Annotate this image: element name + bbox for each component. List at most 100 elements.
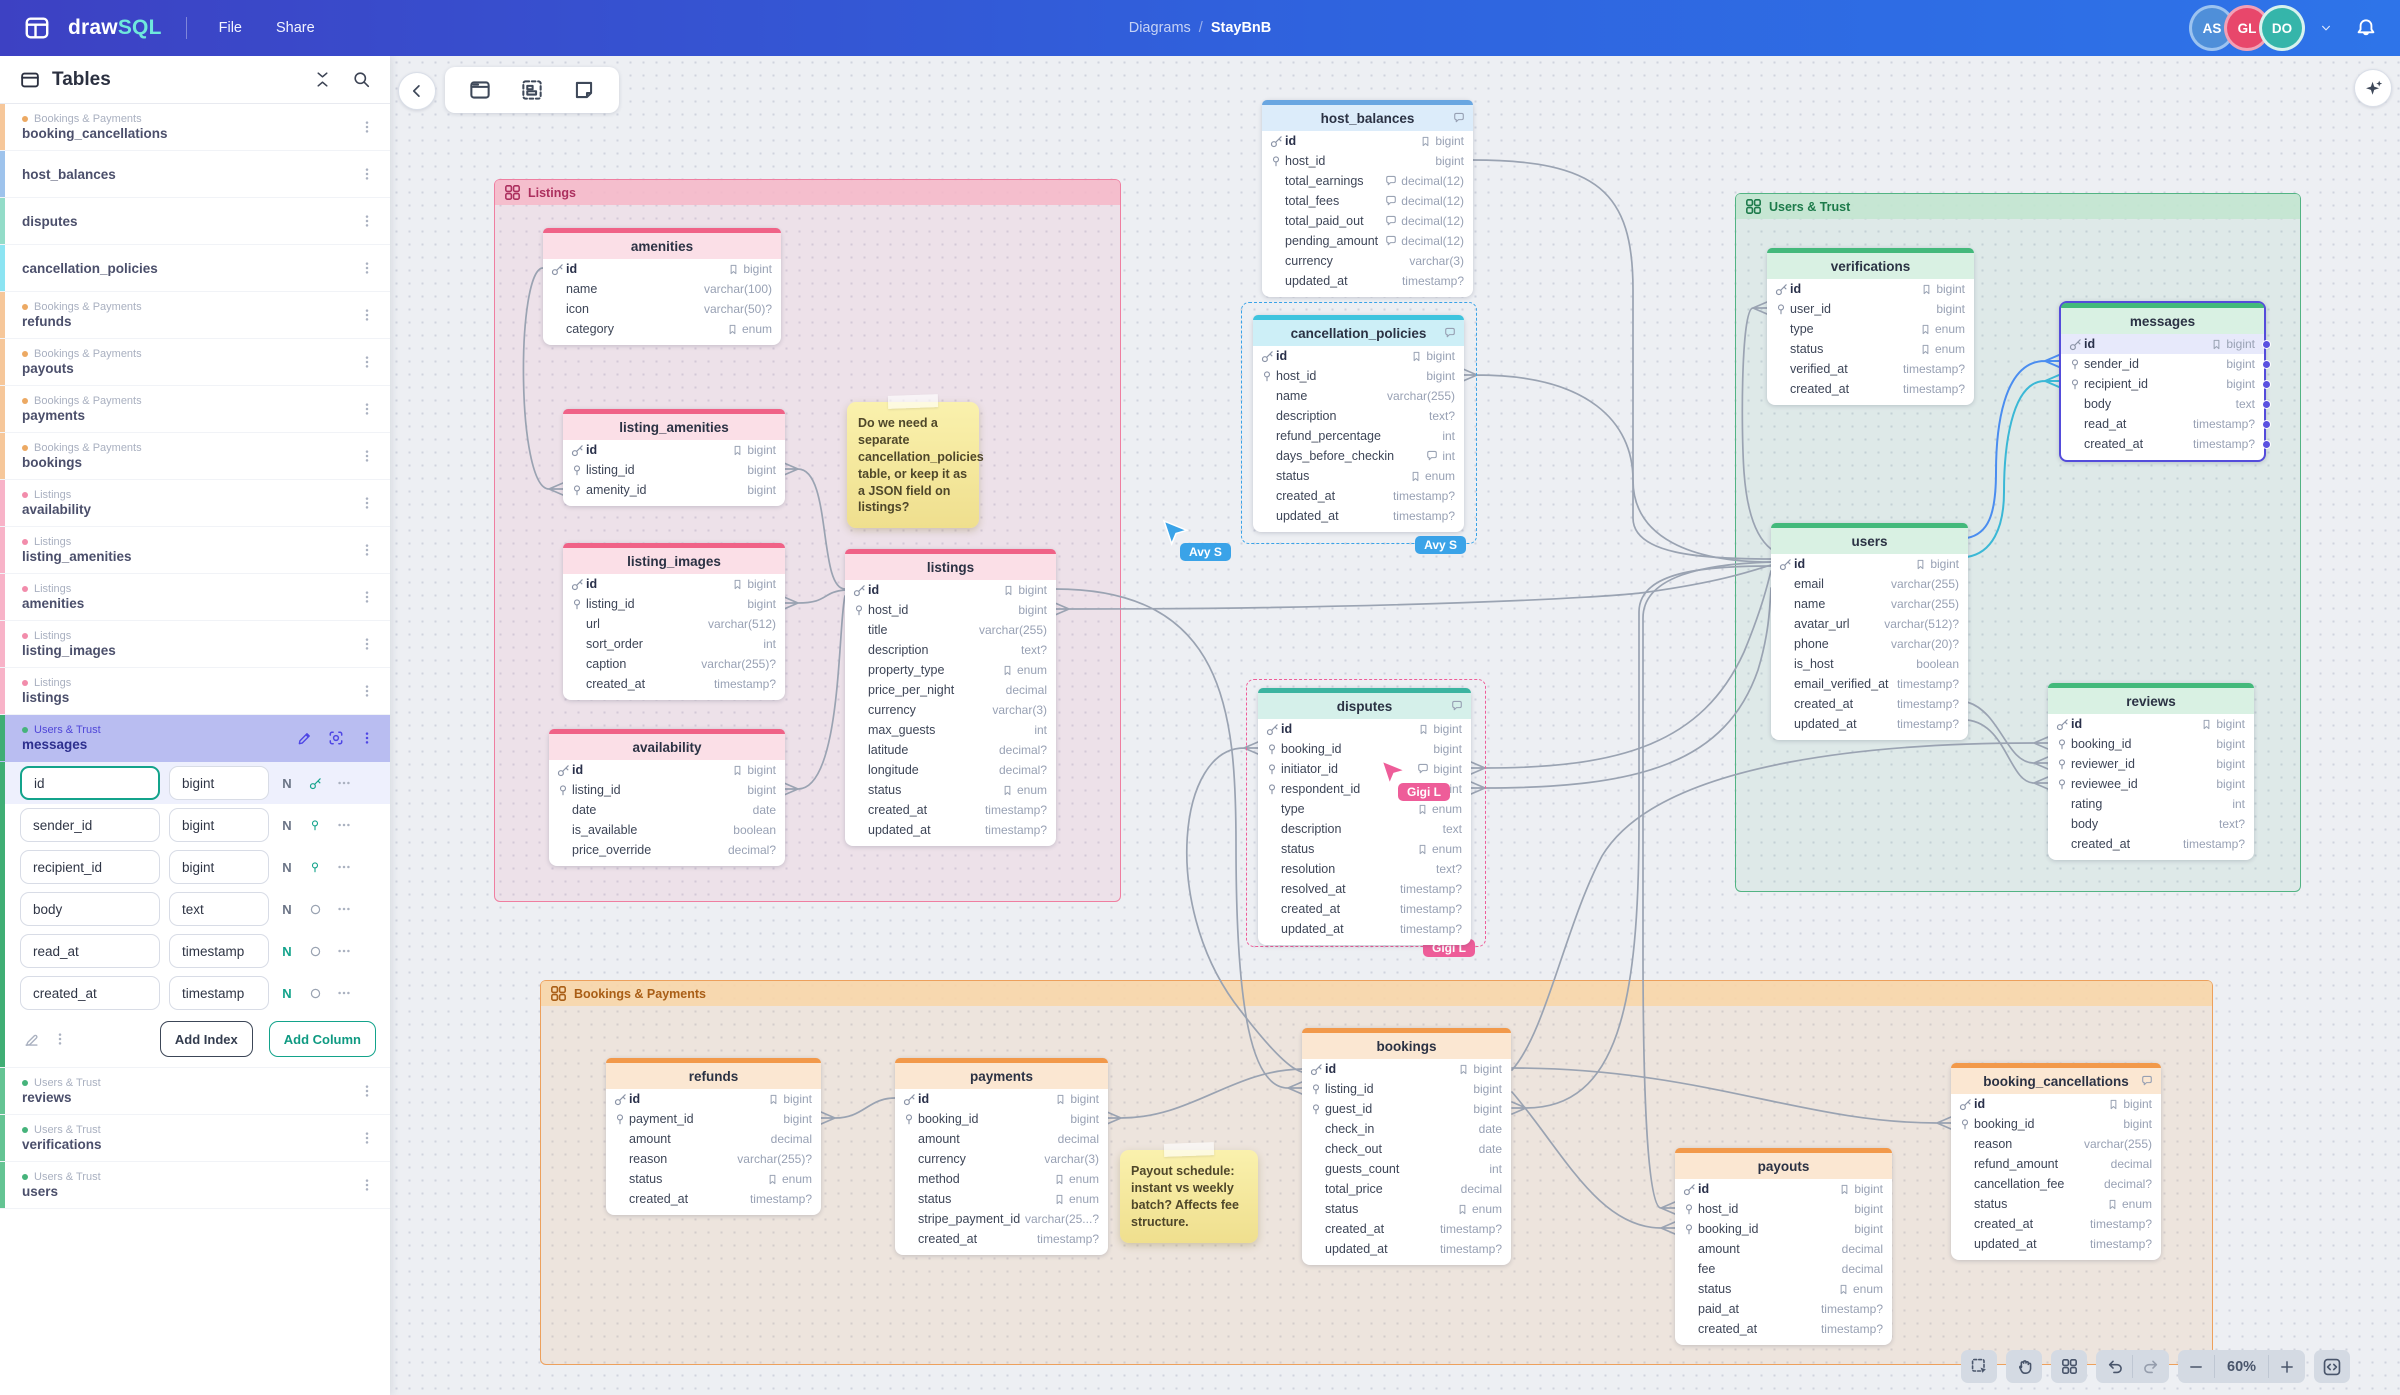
table-header[interactable]: cancellation_policies xyxy=(1253,320,1464,346)
nullable-toggle[interactable]: N xyxy=(282,817,292,833)
nullable-toggle[interactable]: N xyxy=(282,775,292,791)
add-note-tool-icon[interactable] xyxy=(573,79,595,101)
relationship-line-15[interactable] xyxy=(1470,570,1772,775)
export-code-button[interactable] xyxy=(2314,1350,2351,1383)
relationship-line-6[interactable] xyxy=(1471,159,1772,560)
marker-icon[interactable] xyxy=(24,1032,39,1047)
layout-grid-button[interactable] xyxy=(2051,1350,2087,1383)
field-key-toggle[interactable] xyxy=(305,861,325,874)
field-type-input[interactable]: bigint xyxy=(169,808,269,842)
more-options-icon[interactable] xyxy=(360,683,374,699)
add-table-tool-icon[interactable] xyxy=(469,79,491,101)
more-options-icon[interactable] xyxy=(360,260,374,276)
relationship-line-16[interactable] xyxy=(1470,587,1772,795)
add-group-tool-icon[interactable] xyxy=(521,79,543,101)
more-options-icon[interactable] xyxy=(360,589,374,605)
table-header[interactable]: listing_amenities xyxy=(563,414,785,440)
more-options-icon[interactable] xyxy=(360,448,374,464)
table-header[interactable]: payments xyxy=(895,1063,1108,1089)
add-index-button[interactable]: Add Index xyxy=(159,1021,253,1057)
field-more-icon[interactable] xyxy=(336,818,352,832)
field-type-input[interactable]: timestamp xyxy=(169,934,269,968)
field-type-input[interactable]: bigint xyxy=(169,766,269,800)
sidebar-item-host_balances[interactable]: host_balances xyxy=(0,151,390,198)
field-more-icon[interactable] xyxy=(336,776,352,790)
add-column-button[interactable]: Add Column xyxy=(268,1021,376,1057)
back-button[interactable] xyxy=(398,72,436,110)
more-options-icon[interactable] xyxy=(360,119,374,135)
more-options-icon[interactable] xyxy=(360,166,374,182)
table-header[interactable]: listing_images xyxy=(563,548,785,574)
table-header[interactable]: refunds xyxy=(606,1063,821,1089)
sticky-note-1[interactable]: Do we need a separate cancellation_polic… xyxy=(847,394,984,529)
nullable-toggle[interactable]: N xyxy=(282,859,292,875)
table-header[interactable]: listings xyxy=(845,554,1056,580)
connection-handle[interactable] xyxy=(2262,400,2271,409)
field-type-input[interactable]: bigint xyxy=(169,850,269,884)
connection-handle[interactable] xyxy=(2262,340,2271,349)
more-options-icon[interactable] xyxy=(360,730,374,746)
chevron-down-icon[interactable] xyxy=(2320,22,2332,34)
field-key-toggle[interactable] xyxy=(305,777,325,790)
table-header[interactable]: users xyxy=(1771,528,1968,554)
more-options-icon[interactable] xyxy=(360,495,374,511)
field-key-toggle[interactable] xyxy=(305,945,325,958)
nullable-toggle[interactable]: N xyxy=(282,901,292,917)
avatar-as[interactable]: AS xyxy=(2192,8,2232,48)
field-name-input[interactable]: body xyxy=(20,892,160,926)
connection-handle[interactable] xyxy=(2262,420,2271,429)
more-options-icon[interactable] xyxy=(360,307,374,323)
field-name-input[interactable]: id xyxy=(20,766,160,800)
avatar-do[interactable]: DO xyxy=(2262,8,2302,48)
